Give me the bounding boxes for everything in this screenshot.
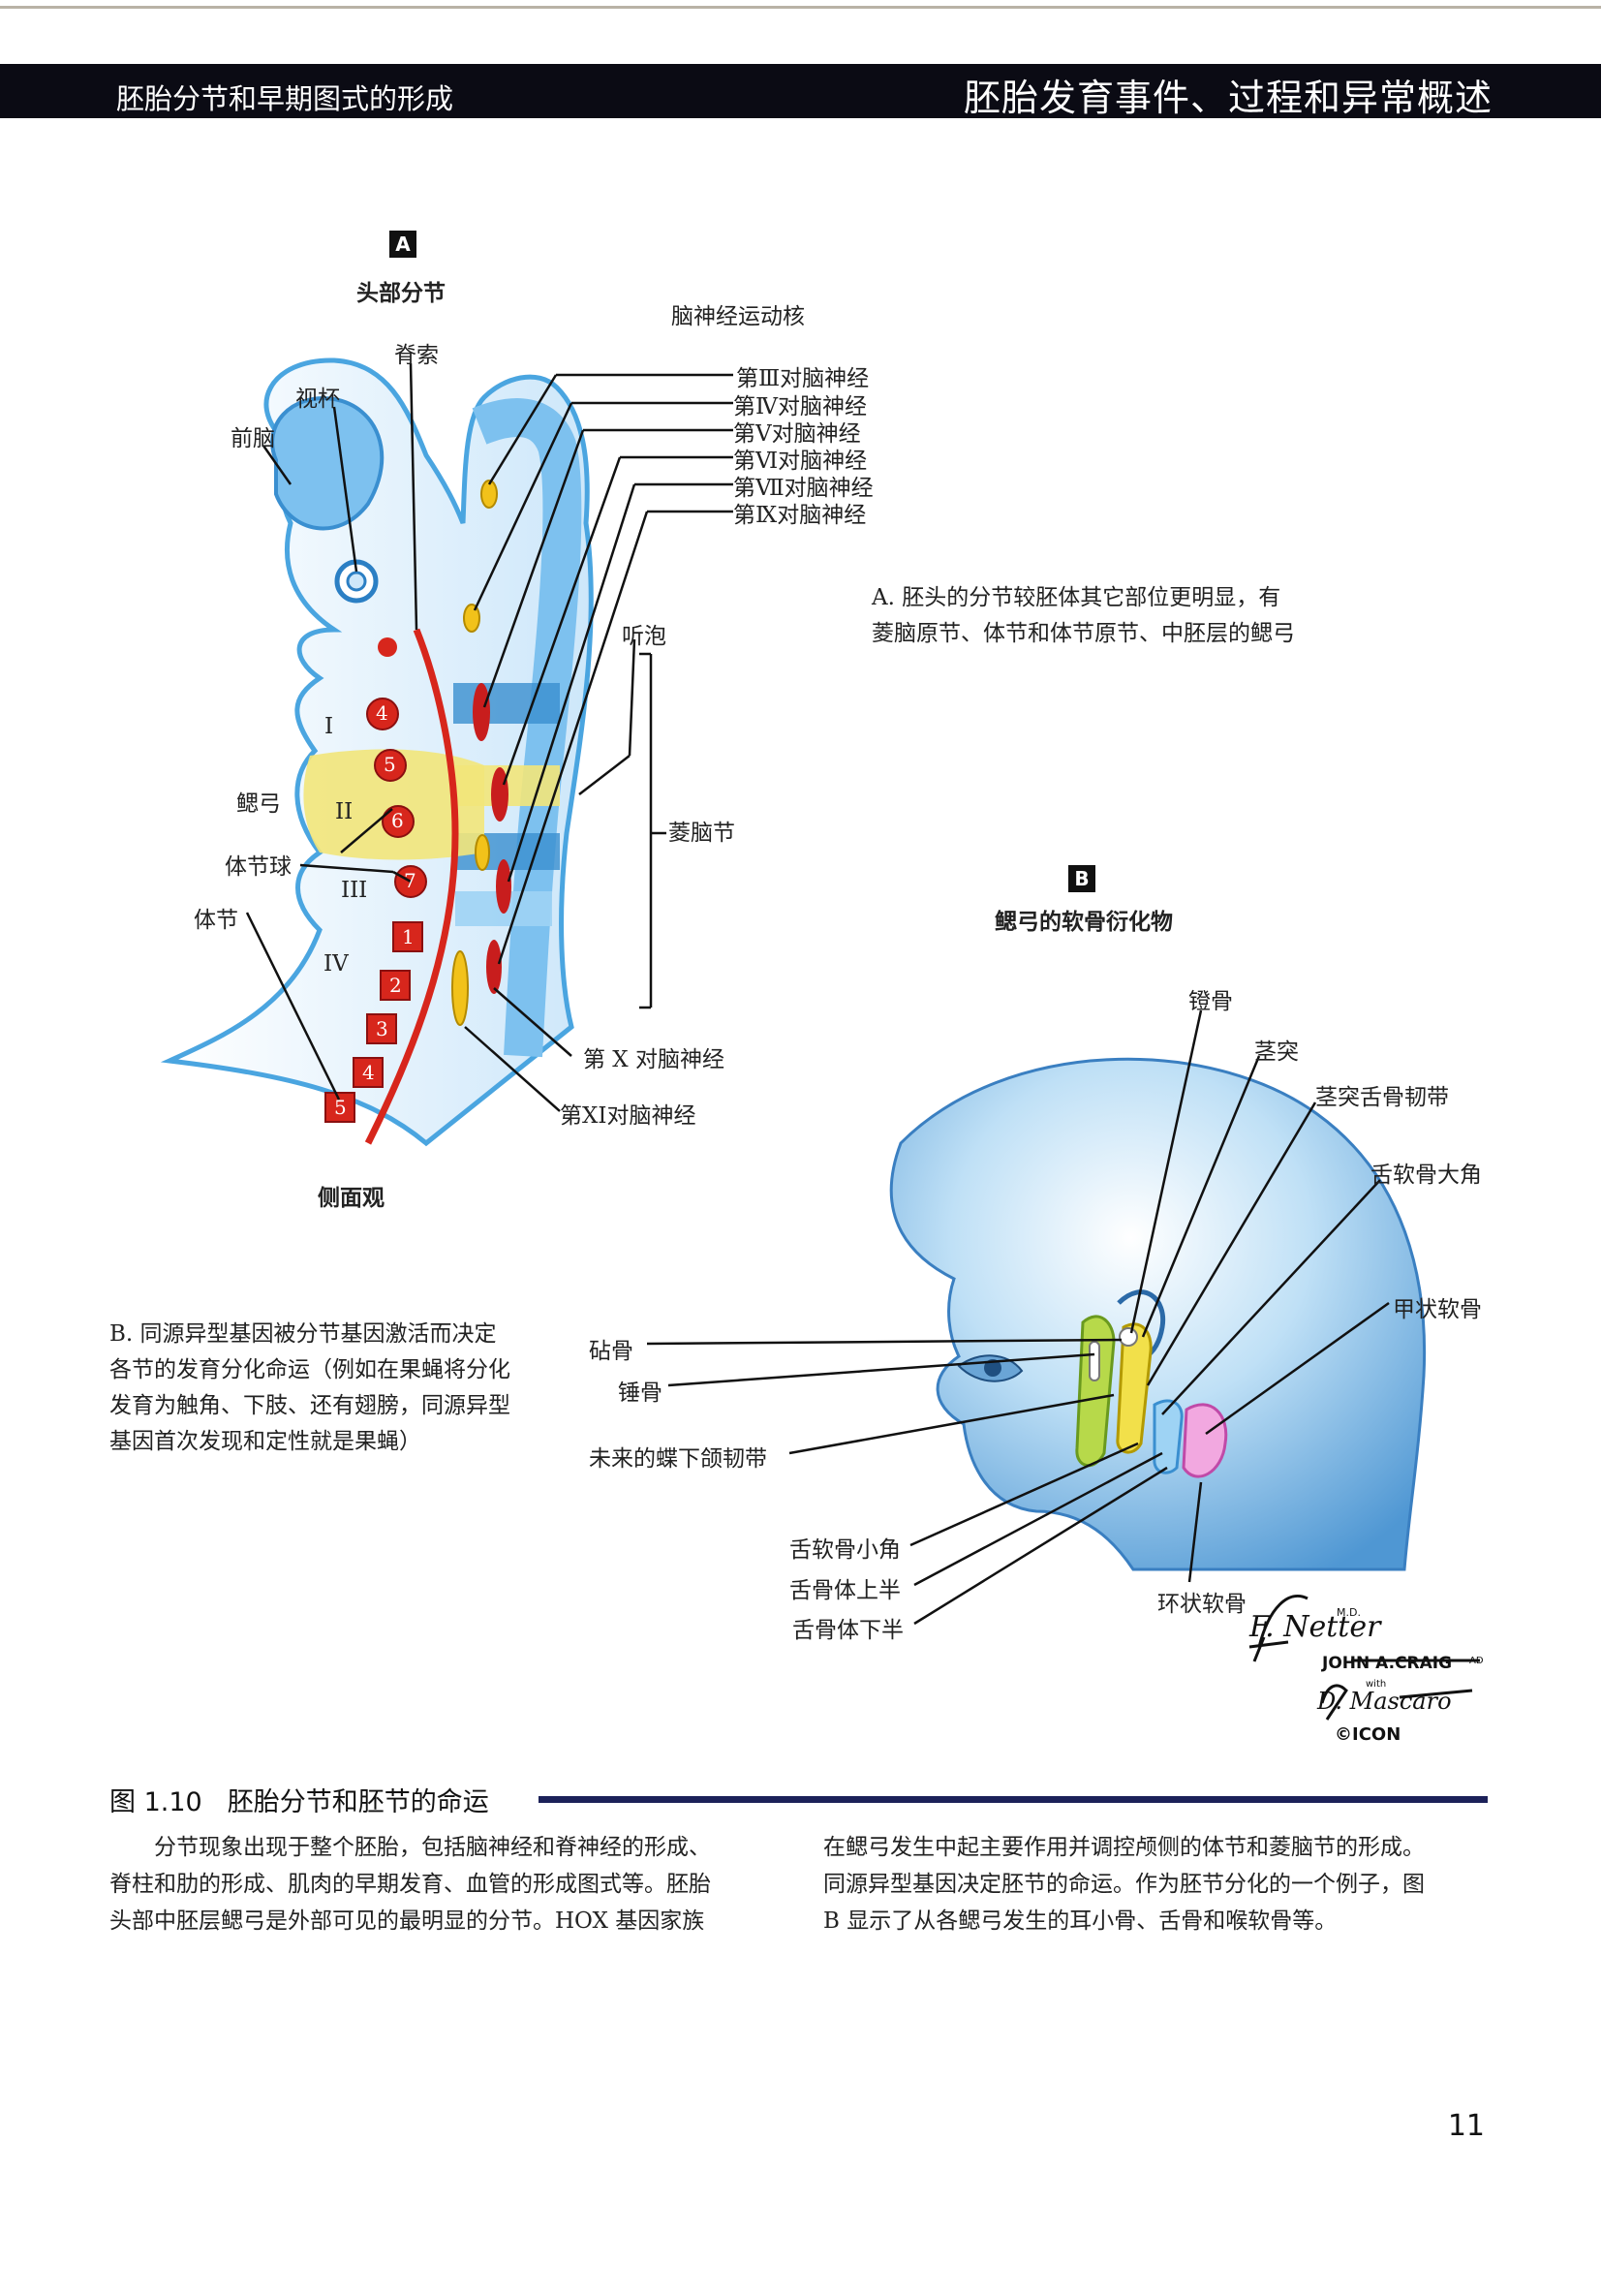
arch-numeral-i: I (324, 714, 334, 739)
cranial-nerve-vii: 第Ⅶ对脑神经 (733, 476, 874, 501)
somite-1: 1 (402, 925, 415, 948)
body-right-line-1: 在鳃弓发生中起主要作用并调控颅侧的体节和菱脑节的形成。 (823, 1835, 1425, 1860)
label-motor-nuclei: 脑神经运动核 (671, 304, 805, 329)
section-title: 胚胎分节和早期图式的形成 (116, 82, 454, 115)
label-lesser-horn: 舌软骨小角 (789, 1537, 901, 1563)
somitomere-6: 6 (391, 809, 404, 832)
cranial-nerve-ix: 第Ⅸ对脑神经 (733, 503, 867, 528)
figure-title: 胚胎分节和胚节的命运 (227, 1787, 489, 1817)
somitomere-7: 7 (404, 869, 416, 892)
panel-a-description-line-2: 菱脑原节、体节和体节原节、中胚层的鳃弓 (872, 621, 1295, 646)
body-left-line-2: 脊柱和肋的形成、肌肉的早期发育、血管的形成图式等。胚胎 (109, 1872, 711, 1897)
body-right-line-3: B 显示了从各鳃弓发生的耳小骨、舌骨和喉软骨等。 (823, 1908, 1338, 1934)
label-nerve-x: 第 X 对脑神经 (583, 1047, 724, 1072)
icon-logo: ©ICON (1335, 1724, 1401, 1745)
panel-b-badge: B (1068, 865, 1095, 892)
body-right-line-2: 同源异型基因决定胚节的命运。作为胚节分化的一个例子，图 (823, 1872, 1425, 1897)
somitomere-5: 5 (384, 753, 396, 776)
cranial-nerve-v: 第Ⅴ对脑神经 (733, 421, 861, 447)
panel-b-description-line-3: 发育为触角、下肢、还有翅膀，同源异型 (109, 1393, 510, 1418)
panel-a-subtitle: 侧面观 (318, 1186, 385, 1211)
somite-4: 4 (362, 1061, 375, 1084)
caption-rule (539, 1796, 1488, 1803)
panel-b-description-line-1: B. 同源异型基因被分节基因激活而决定 (109, 1321, 497, 1347)
body-left-column: 分节现象出现于整个胚胎，包括脑神经和脊神经的形成、 脊柱和肋的形成、肌肉的早期发… (109, 1829, 778, 1939)
label-thyroid-cartilage: 甲状软骨 (1393, 1297, 1482, 1322)
somite-2: 2 (389, 974, 402, 997)
arch-numeral-iv: IV (323, 951, 349, 977)
top-rule (0, 6, 1601, 9)
body-right-column: 在鳃弓发生中起主要作用并调控颅侧的体节和菱脑节的形成。 同源异型基因决定胚节的命… (823, 1829, 1501, 1939)
signature-with: with (1366, 1679, 1387, 1690)
label-nerve-xi: 第XI对脑神经 (560, 1103, 696, 1129)
panel-a-description-line-1: A. 胚头的分节较胚体其它部位更明显，有 (872, 585, 1281, 610)
figure-caption: 图 1.10 胚胎分节和胚节的命运 (109, 1781, 489, 1818)
label-somitomere: 体节球 (225, 854, 292, 880)
cranial-nerve-vi: 第Ⅵ对脑神经 (733, 449, 868, 474)
cranial-nerve-iii: 第Ⅲ对脑神经 (736, 366, 870, 391)
fetal-head-illustration (889, 1057, 1427, 1571)
label-greater-horn: 舌软骨大角 (1370, 1163, 1482, 1188)
somite-3: 3 (376, 1017, 388, 1040)
signature-netter: F. Netter (1249, 1610, 1381, 1644)
label-arches: 鳃弓 (236, 791, 281, 817)
signature-md: M.D. (1337, 1606, 1361, 1619)
arch-numeral-iii: III (341, 878, 368, 903)
signature-craig: JOHN A.CRAIG (1322, 1654, 1453, 1673)
label-forebrain: 前脑 (231, 426, 275, 451)
embryo-lateral-view (160, 357, 594, 1147)
body-left-line-3: 头部中胚层鳃弓是外部可见的最明显的分节。HOX 基因家族 (109, 1908, 705, 1934)
panel-b-title: 鳃弓的软骨衍化物 (995, 910, 1173, 935)
body-left-line-1: 分节现象出现于整个胚胎，包括脑神经和脊神经的形成、 (154, 1835, 711, 1860)
panel-b-description-line-4: 基因首次发现和定性就是果蝇） (109, 1429, 421, 1454)
panel-a-title: 头部分节 (356, 281, 446, 306)
label-hyoid-lower: 舌骨体下半 (792, 1618, 904, 1643)
label-otocyst: 听泡 (622, 624, 666, 649)
somitomere-4: 4 (376, 701, 388, 725)
header-bar (0, 64, 1601, 118)
label-styloid: 茎突 (1254, 1039, 1299, 1065)
page-number: 11 (1447, 2109, 1485, 2143)
chapter-title: 胚胎发育事件、过程和异常概述 (963, 77, 1493, 119)
figure-number: 图 1.10 (109, 1787, 202, 1817)
label-somite: 体节 (194, 908, 238, 933)
label-stapes: 镫骨 (1188, 989, 1233, 1014)
label-malleus: 锤骨 (618, 1381, 662, 1406)
signature-mascaro: D. Mascaro (1317, 1688, 1452, 1715)
panel-a-badge: A (389, 231, 416, 258)
label-stylohyoid-ligament: 茎突舌骨韧带 (1315, 1085, 1449, 1110)
label-rhombomeres: 菱脑节 (668, 821, 735, 846)
somite-5: 5 (334, 1096, 347, 1119)
label-incus: 砧骨 (589, 1339, 633, 1364)
label-cricoid-cartilage: 环状软骨 (1157, 1592, 1247, 1617)
label-sphenomandibular-ligament: 未来的蝶下颌韧带 (589, 1446, 767, 1472)
arch-numeral-ii: II (335, 799, 354, 824)
label-hyoid-upper: 舌骨体上半 (789, 1578, 901, 1603)
cranial-nerve-iv: 第Ⅳ对脑神经 (733, 394, 867, 419)
label-optic-cup: 视杯 (295, 387, 340, 412)
signature-ad: AD (1469, 1656, 1484, 1666)
label-notochord: 脊索 (394, 343, 439, 368)
panel-b-description-line-2: 各节的发育分化命运（例如在果蝇将分化 (109, 1357, 510, 1382)
